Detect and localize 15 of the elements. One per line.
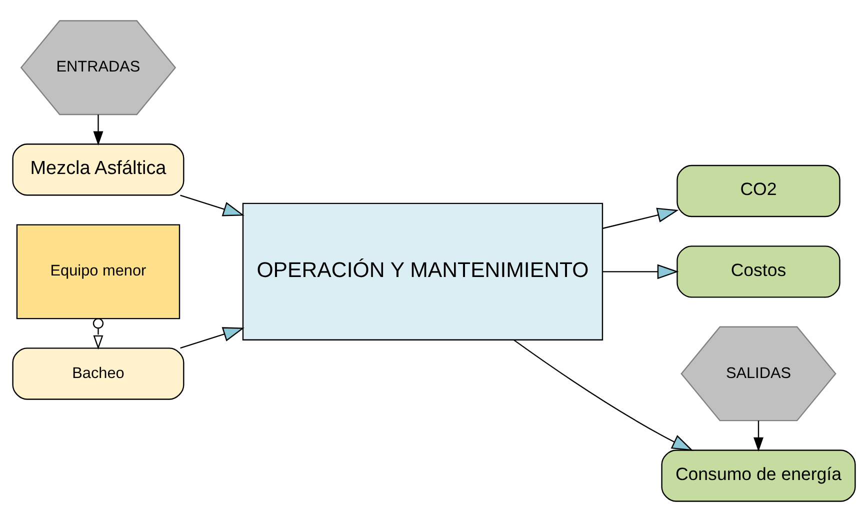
node-box: Equipo menor [16, 224, 180, 319]
node-box: CO2 [676, 164, 840, 217]
node-box: Mezcla Asfáltica [12, 143, 184, 196]
arrow [513, 338, 694, 450]
arrow [602, 264, 679, 279]
arrow [92, 318, 104, 350]
arrow [180, 326, 244, 348]
arrow [93, 114, 104, 146]
node-box: OPERACIÓN Y MANTENIMIENTO [242, 202, 604, 340]
arrow [754, 420, 764, 452]
arrow [180, 194, 244, 216]
node-box: Consumo de energía [661, 449, 856, 502]
node-box: Costos [676, 245, 840, 298]
arrow [602, 207, 679, 228]
node-box: Bacheo [12, 347, 184, 400]
